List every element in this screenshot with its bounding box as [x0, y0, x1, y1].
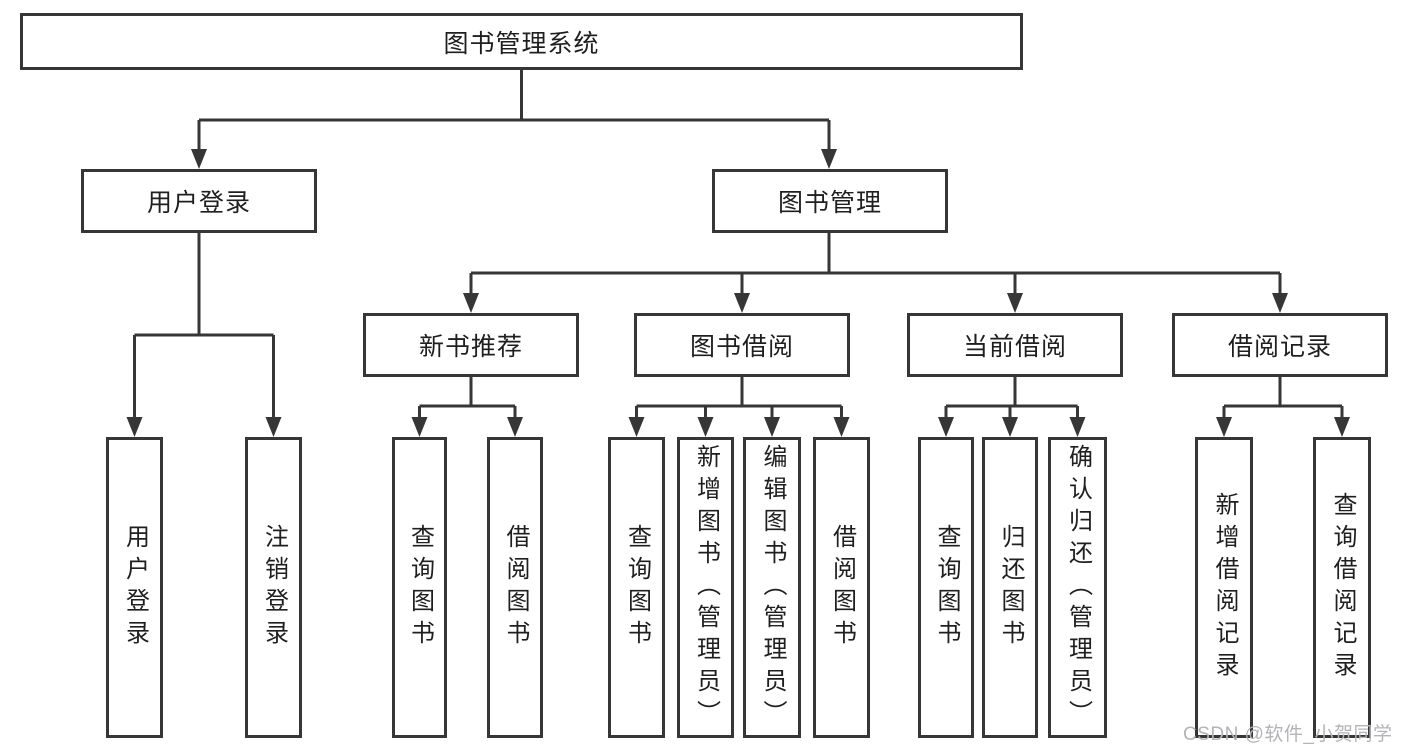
leaf-user-login: 用户登录 — [106, 437, 163, 738]
node-book-management: 图书管理 — [712, 169, 948, 233]
leaf-query-borrow-record: 查询借阅记录 — [1313, 437, 1371, 738]
connector-lines — [133, 70, 1344, 420]
leaf-query-books-recommend: 查询图书 — [392, 437, 447, 738]
leaf-borrow-books-recommend: 借阅图书 — [487, 437, 543, 738]
leaf-add-borrow-record: 新增借阅记录 — [1195, 437, 1253, 738]
leaf-logout: 注销登录 — [245, 437, 302, 738]
node-new-book-recommend: 新书推荐 — [363, 313, 579, 377]
arrowhead-icons — [126, 149, 1350, 437]
leaf-borrow-books: 借阅图书 — [813, 437, 870, 738]
leaf-confirm-return-admin: 确认归还（管理员） — [1048, 437, 1107, 738]
node-root-library-system: 图书管理系统 — [20, 13, 1023, 70]
node-user-login: 用户登录 — [81, 169, 317, 233]
csdn-watermark: CSDN @软件_小贺同学 — [1183, 724, 1393, 745]
leaf-add-books-admin: 新增图书（管理员） — [677, 437, 734, 738]
node-borrow-records: 借阅记录 — [1172, 313, 1388, 377]
leaf-query-books-current: 查询图书 — [918, 437, 974, 738]
leaf-return-books: 归还图书 — [982, 437, 1038, 738]
leaf-edit-books-admin: 编辑图书（管理员） — [743, 437, 801, 738]
node-book-borrow: 图书借阅 — [634, 313, 850, 377]
leaf-query-books-borrow: 查询图书 — [608, 437, 665, 738]
node-current-borrow: 当前借阅 — [907, 313, 1123, 377]
